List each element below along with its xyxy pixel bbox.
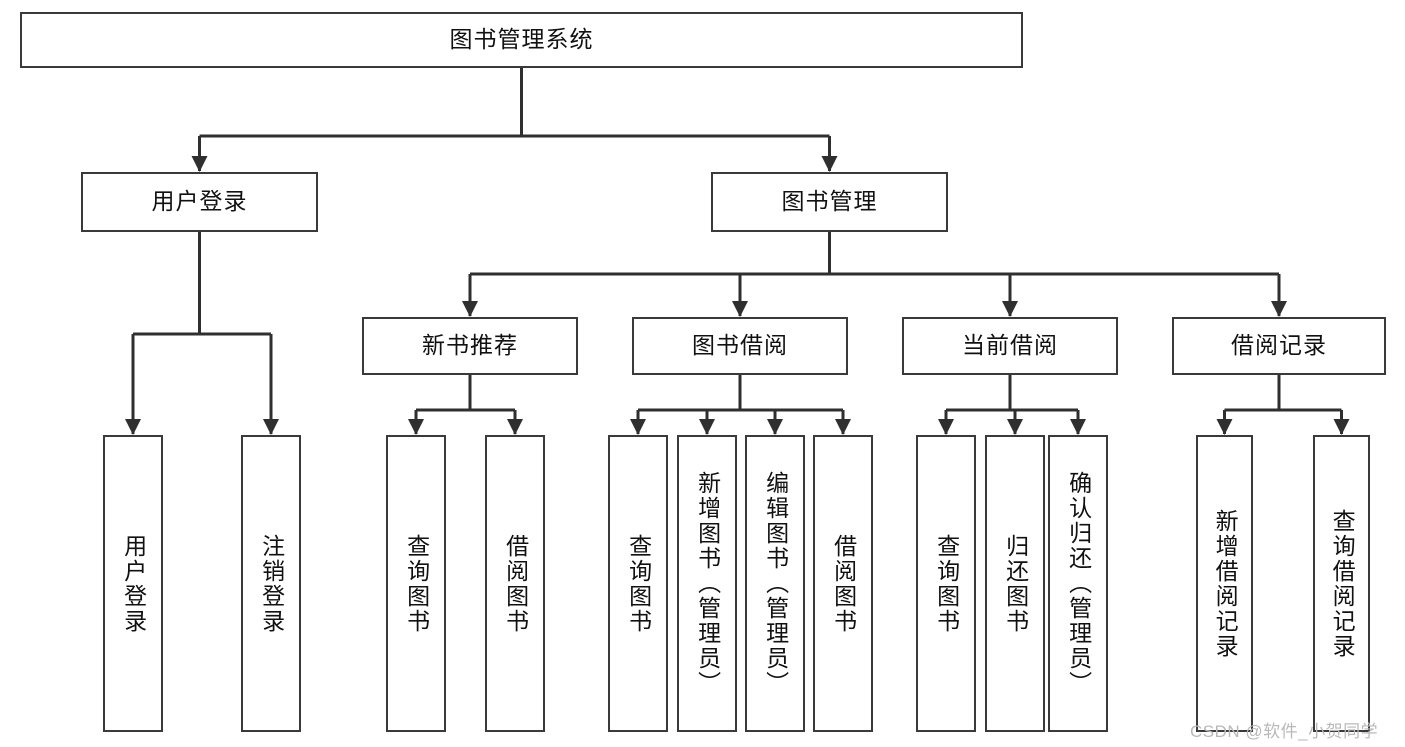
node-r-query[interactable]: 查询借阅记录	[1313, 435, 1370, 732]
node-bookmgmt[interactable]: 图书管理	[711, 172, 948, 232]
node-c-confirm[interactable]: 确认归还（管理员）	[1048, 435, 1108, 732]
node-label: 查询借阅记录	[1329, 508, 1356, 659]
arrowhead-icon	[263, 419, 279, 435]
node-label: 查询图书	[933, 533, 960, 634]
arrowhead-icon	[630, 419, 646, 435]
node-label: 图书借阅	[692, 332, 788, 359]
arrowhead-icon	[821, 156, 838, 172]
node-l-login[interactable]: 用户登录	[103, 435, 163, 732]
arrowhead-icon	[699, 419, 715, 435]
node-root[interactable]: 图书管理系统	[20, 12, 1023, 68]
node-label: 图书管理	[781, 188, 878, 215]
node-label: 用户登录	[120, 533, 147, 634]
node-borrow[interactable]: 图书借阅	[632, 317, 848, 375]
node-c-return[interactable]: 归还图书	[985, 435, 1045, 732]
node-label: 新增图书（管理员）	[694, 471, 721, 696]
node-n-borrow[interactable]: 借阅图书	[485, 435, 545, 732]
arrowhead-icon	[938, 419, 954, 435]
node-login[interactable]: 用户登录	[81, 172, 318, 232]
node-label: 借阅图书	[830, 533, 857, 634]
arrowhead-icon	[1007, 419, 1023, 435]
arrowhead-icon	[408, 419, 424, 435]
arrowhead-icon	[507, 419, 523, 435]
arrowhead-icon	[1070, 419, 1086, 435]
node-current[interactable]: 当前借阅	[902, 317, 1118, 375]
node-label: 当前借阅	[962, 332, 1058, 359]
node-l-logout[interactable]: 注销登录	[241, 435, 301, 732]
node-label: 确认归还（管理员）	[1065, 471, 1092, 696]
node-r-add[interactable]: 新增借阅记录	[1196, 435, 1253, 732]
node-b-add[interactable]: 新增图书（管理员）	[677, 435, 737, 732]
node-label: 用户登录	[151, 188, 248, 215]
arrowhead-icon	[125, 419, 141, 435]
arrowhead-icon	[1271, 301, 1287, 317]
node-records[interactable]: 借阅记录	[1172, 317, 1386, 375]
node-b-query[interactable]: 查询图书	[608, 435, 668, 732]
node-n-query[interactable]: 查询图书	[386, 435, 446, 732]
node-label: 查询图书	[625, 533, 652, 634]
arrowhead-icon	[767, 419, 783, 435]
node-label: 借阅图书	[502, 533, 529, 634]
node-label: 图书管理系统	[449, 26, 594, 53]
watermark-label: CSDN @软件_小贺同学	[1190, 722, 1379, 741]
node-label: 注销登录	[258, 533, 285, 634]
node-label: 借阅记录	[1231, 332, 1327, 359]
node-label: 新增借阅记录	[1212, 508, 1239, 659]
node-label: 编辑图书（管理员）	[762, 471, 789, 696]
arrowhead-icon	[835, 419, 851, 435]
node-label: 查询图书	[403, 533, 430, 634]
node-c-query[interactable]: 查询图书	[916, 435, 976, 732]
arrowhead-icon	[191, 156, 208, 172]
arrowhead-icon	[1002, 301, 1018, 317]
arrowhead-icon	[1333, 419, 1350, 435]
node-label: 归还图书	[1002, 533, 1029, 634]
arrowhead-icon	[1216, 419, 1233, 435]
arrowhead-icon	[732, 301, 748, 317]
arrowhead-icon	[462, 301, 478, 317]
node-label: 新书推荐	[422, 332, 518, 359]
node-b-edit[interactable]: 编辑图书（管理员）	[745, 435, 805, 732]
node-b-lend[interactable]: 借阅图书	[813, 435, 873, 732]
node-newbook[interactable]: 新书推荐	[362, 317, 578, 375]
